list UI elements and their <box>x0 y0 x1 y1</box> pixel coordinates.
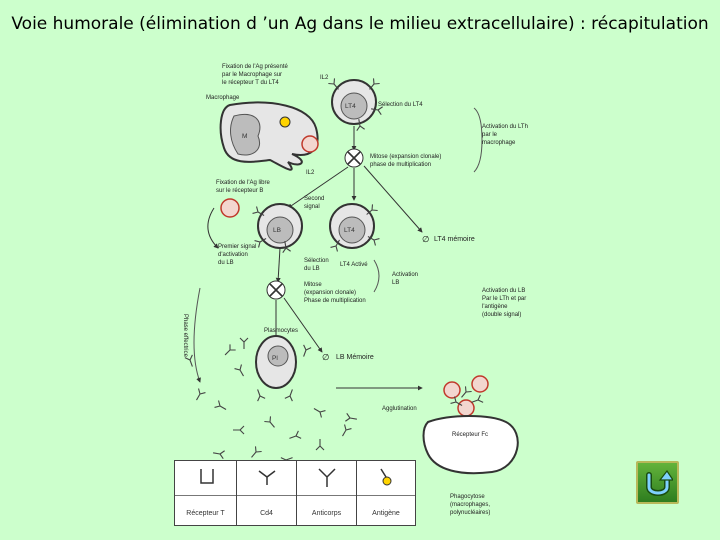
svg-text:phase de multiplication: phase de multiplication <box>370 162 431 168</box>
svg-text:Activation du LTh: Activation du LTh <box>482 124 528 130</box>
lt4-active-label: LT4 Activé <box>340 262 368 268</box>
lt4-top-nucleus <box>340 92 368 120</box>
recepteur-fc-label: Récepteur Fc <box>452 432 488 438</box>
page-title: Voie humorale (élimination d ’un Ag dans… <box>11 14 709 34</box>
lb-label: LB <box>273 227 281 234</box>
antibody-icon <box>318 468 336 487</box>
lt4-memoire-label: LT4 mémoire <box>434 236 475 243</box>
il2-top-label: IL2 <box>320 75 329 81</box>
lb-memoire-label: LB Mémoire <box>336 354 374 361</box>
macrophage-label: Macrophage <box>206 95 240 101</box>
svg-text:l'antigène: l'antigène <box>482 304 508 310</box>
cd4-icon <box>258 470 276 485</box>
legend-item-antigene: Antigène <box>357 461 415 525</box>
plasmocytes-label: Plasmocytes <box>264 328 298 334</box>
lt4-mid-label: LT4 <box>344 227 355 234</box>
phagocytose-label: Phagocytose (macrophages, polynucléaires… <box>450 494 490 516</box>
svg-text:d'activation: d'activation <box>218 252 248 258</box>
svg-text:sur le récepteur B: sur le récepteur B <box>216 188 263 194</box>
lt4-top-label: LT4 <box>345 103 356 110</box>
macrophage-nucleus <box>230 114 261 156</box>
svg-text:(expansion clonale): (expansion clonale) <box>304 290 356 296</box>
lt4-mid-nucleus <box>338 216 366 244</box>
premier-signal-label: Premier signal d'activation du LB <box>218 244 256 266</box>
back-button[interactable] <box>636 461 679 504</box>
fixation-macrophage-label: Fixation de l'Ag présenté par le Macroph… <box>222 64 289 86</box>
svg-text:Phagocytose: Phagocytose <box>450 494 485 500</box>
svg-text:Activation du LB: Activation du LB <box>482 288 525 294</box>
svg-text:signal: signal <box>304 204 320 210</box>
activation-lb-bracket <box>373 259 380 293</box>
legend-item-cd4: Cd4 <box>237 461 297 525</box>
plasmocyte-label: Pl <box>272 355 278 362</box>
svg-text:par le: par le <box>482 132 498 138</box>
phagocyte-cell <box>422 415 519 475</box>
agglutination-label: Agglutination <box>382 406 417 412</box>
lb-memoire-symbol: ∅ <box>322 352 330 362</box>
u-turn-arrow-icon <box>646 469 673 496</box>
mitose-2-label: Mitose (expansion clonale) Phase de mult… <box>304 282 366 304</box>
agglutinated-complex <box>443 375 489 417</box>
svg-text:macrophage: macrophage <box>482 140 516 146</box>
mitose-1-label: Mitose (expansion clonale) phase de mult… <box>370 154 441 168</box>
svg-text:le récepteur T du LT4: le récepteur T du LT4 <box>222 80 279 86</box>
t-receptor-icon <box>200 469 214 484</box>
activation-lth-bracket <box>473 107 483 173</box>
svg-text:Mitose: Mitose <box>304 282 322 288</box>
presented-antigen <box>279 116 291 128</box>
free-antigen <box>220 198 240 218</box>
svg-text:(macrophages,: (macrophages, <box>450 502 490 508</box>
legend-item-recepteur-t: Récepteur T <box>175 461 237 525</box>
phagocytosed-bacterium <box>301 135 319 153</box>
svg-text:polynucléaires): polynucléaires) <box>450 510 490 516</box>
svg-text:Mitose (expansion clonale): Mitose (expansion clonale) <box>370 154 441 160</box>
selection-lb-label: Sélection du LB <box>304 258 329 272</box>
svg-text:LB: LB <box>392 280 399 286</box>
svg-text:(double signal): (double signal) <box>482 312 521 318</box>
activation-lth-label: Activation du LTh par le macrophage <box>482 124 528 146</box>
svg-text:du LB: du LB <box>304 266 320 272</box>
legend: Récepteur T Cd4 Anticorps Antigène <box>174 460 416 526</box>
il2-mid-label: IL2 <box>306 170 315 176</box>
svg-text:par le Macrophage sur: par le Macrophage sur <box>222 72 282 78</box>
plasmocyte-nucleus <box>267 345 289 367</box>
svg-text:Fixation de l'Ag présenté: Fixation de l'Ag présenté <box>222 64 289 70</box>
lb-nucleus <box>266 216 294 244</box>
humoral-response-diagram: Fixation de l'Ag présenté par le Macroph… <box>182 64 528 516</box>
svg-text:Second: Second <box>304 196 324 202</box>
antigen-icon <box>380 468 392 486</box>
svg-text:Premier signal: Premier signal <box>218 244 256 250</box>
legend-item-anticorps: Anticorps <box>297 461 357 525</box>
svg-text:Phase de multiplication: Phase de multiplication <box>304 298 366 304</box>
svg-text:Activation: Activation <box>392 272 418 278</box>
selection-lt4-label: Sélection du LT4 <box>378 102 423 108</box>
fixation-b-label: Fixation de l'Ag libre sur le récepteur … <box>216 180 271 194</box>
svg-text:Sélection: Sélection <box>304 258 329 264</box>
svg-text:du LB: du LB <box>218 260 234 266</box>
phase-effectrice-label: Phase effectrice <box>182 314 188 358</box>
activation-lb-long-label: Activation du LB Par le LTh et par l'ant… <box>482 288 526 318</box>
activation-lb-short-label: Activation LB <box>392 272 418 286</box>
second-signal-label: Second signal <box>304 196 324 210</box>
lt4-memoire-symbol: ∅ <box>422 234 430 244</box>
svg-text:Par le LTh et par: Par le LTh et par <box>482 296 526 302</box>
macrophage-nucleus-label: M <box>242 133 247 140</box>
svg-text:Fixation de l'Ag libre: Fixation de l'Ag libre <box>216 180 271 186</box>
